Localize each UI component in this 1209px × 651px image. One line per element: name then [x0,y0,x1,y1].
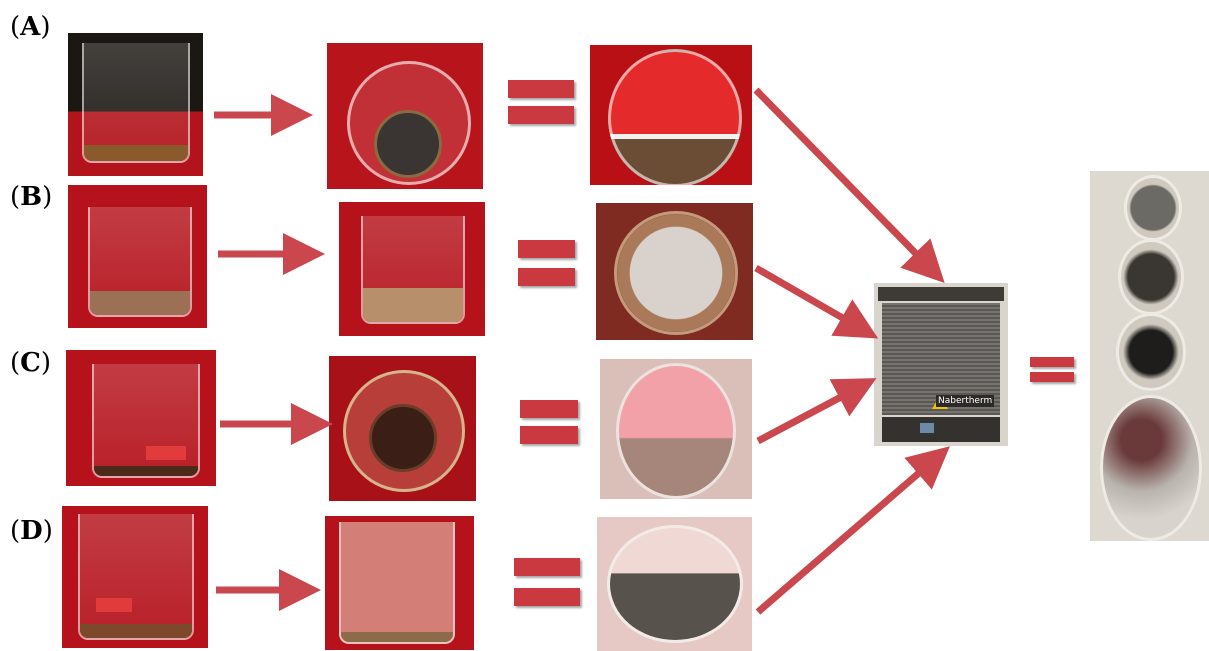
arrow-c-to-furnace [758,388,858,441]
arrow-b-to-furnace [756,268,860,328]
arrow-d-to-furnace [758,460,934,612]
arrow-a-to-furnace [756,90,930,268]
